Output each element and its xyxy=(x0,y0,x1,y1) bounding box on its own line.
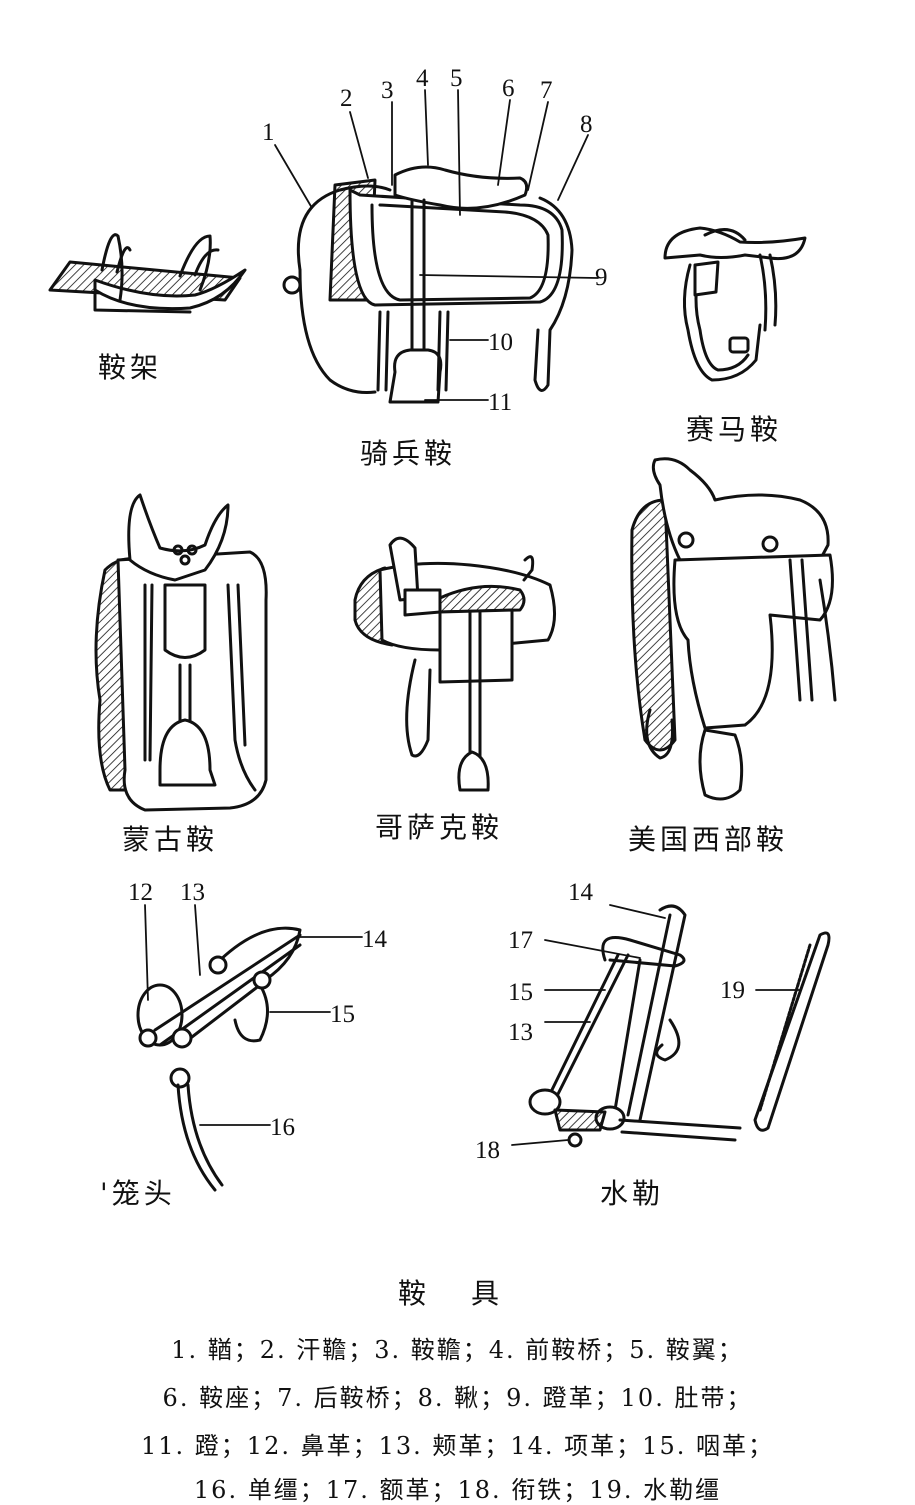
label-bridle: 水勒 xyxy=(600,1177,665,1210)
saddlery-illustration: 1 2 3 4 5 6 7 8 9 10 11 12 13 14 15 16 1… xyxy=(48,65,837,1192)
callout-1: 1 xyxy=(262,119,275,146)
bridle-drawing xyxy=(528,904,831,1148)
callout-17: 17 xyxy=(508,927,533,954)
label-halter: '笼头 xyxy=(100,1177,176,1210)
callout-3: 3 xyxy=(381,77,394,104)
cavalry-saddle-drawing xyxy=(282,165,574,404)
callout-15-bridle: 15 xyxy=(508,979,533,1006)
callout-14-halter: 14 xyxy=(362,926,388,953)
label-saddle-frame: 鞍架 xyxy=(98,351,163,384)
label-racing-saddle: 赛马鞍 xyxy=(686,413,783,446)
callout-7: 7 xyxy=(540,77,553,104)
mongolian-saddle-drawing xyxy=(94,493,268,812)
callout-leaders xyxy=(144,89,801,1146)
callout-19: 19 xyxy=(720,977,745,1004)
legend-line-4: 16. 单缰；17. 额革；18. 衔铁；19. 水勒缰 xyxy=(193,1476,722,1504)
callout-9: 9 xyxy=(595,264,608,291)
western-saddle-drawing xyxy=(630,457,837,801)
label-western-saddle: 美国西部鞍 xyxy=(628,823,789,856)
label-cossack-saddle: 哥萨克鞍 xyxy=(375,811,504,844)
callout-6: 6 xyxy=(502,75,515,102)
callout-5: 5 xyxy=(450,65,463,92)
legend-line-3: 11. 蹬；12. 鼻革；13. 颊革；14. 项革；15. 咽革； xyxy=(141,1432,774,1460)
callout-13-halter: 13 xyxy=(180,879,205,906)
label-cavalry-saddle: 骑兵鞍 xyxy=(360,437,457,470)
callout-15-halter: 15 xyxy=(330,1001,355,1028)
racing-saddle-drawing xyxy=(663,226,807,382)
callout-2: 2 xyxy=(340,85,353,112)
callout-18: 18 xyxy=(475,1137,500,1164)
callout-11: 11 xyxy=(488,389,512,416)
callout-4: 4 xyxy=(416,65,429,92)
legend-line-2: 6. 鞍座；7. 后鞍桥；8. 鞦；9. 蹬革；10. 肚带； xyxy=(162,1384,753,1412)
halter-drawing xyxy=(136,926,302,1192)
callout-12: 12 xyxy=(128,879,153,906)
callout-8: 8 xyxy=(580,111,593,138)
figure-title: 鞍 具 xyxy=(398,1277,517,1310)
callout-13-bridle: 13 xyxy=(508,1019,533,1046)
callout-numbers: 1 2 3 4 5 6 7 8 9 10 11 12 13 14 15 16 1… xyxy=(128,65,745,1164)
saddle-frame-drawing xyxy=(48,233,247,314)
legend-line-1: 1. 鞧；2. 汗韂；3. 鞍韂；4. 前鞍桥；5. 鞍翼； xyxy=(171,1336,744,1364)
callout-16: 16 xyxy=(270,1114,295,1141)
callout-10: 10 xyxy=(488,329,513,356)
label-mongolian-saddle: 蒙古鞍 xyxy=(122,823,219,856)
cossack-saddle-drawing xyxy=(353,536,556,792)
callout-14-bridle: 14 xyxy=(568,879,594,906)
